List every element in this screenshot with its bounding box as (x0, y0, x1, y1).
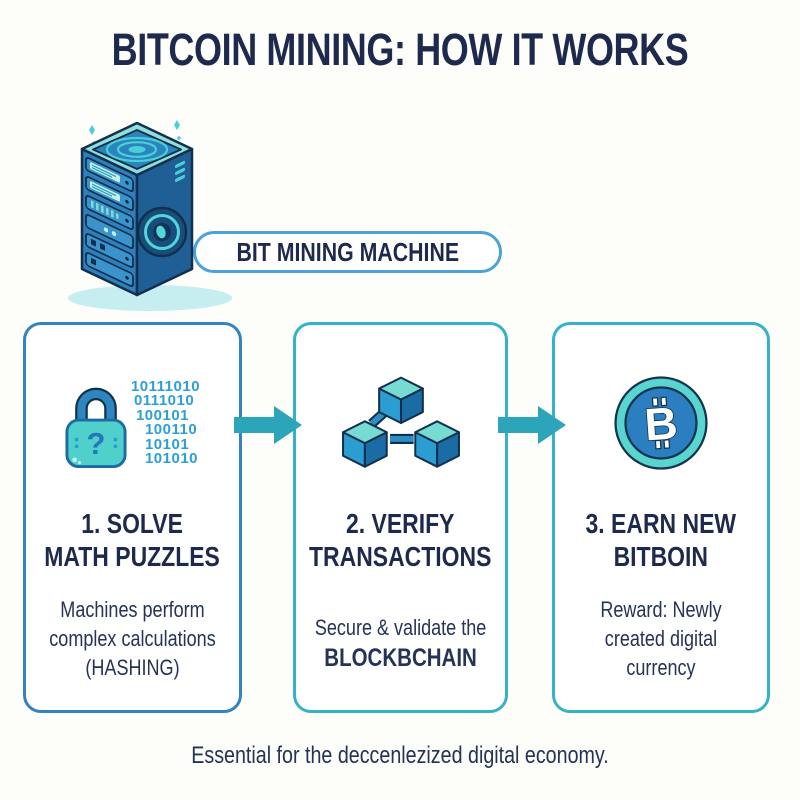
machine-shadow (68, 285, 232, 311)
step1-icon-area: ? 10111010 0111010 100101 100110 10101 1… (65, 353, 200, 493)
step3-heading: 3. EARN NEW BITBOIN (585, 508, 737, 573)
side-fan (136, 206, 188, 258)
step2-body: Secure & validate the BLOCKBCHAIN (314, 615, 487, 673)
footer-caption: Essential for the deccenlezized digital … (191, 742, 609, 769)
step3-body: Reward: Newly created digital currency (600, 597, 722, 681)
binary-digits: 10111010 0111010 100101 100110 10101 101… (130, 377, 201, 467)
step2-icon-area (321, 353, 481, 493)
blockchain-cubes-icon (341, 376, 460, 468)
step-card-3: B 3. EARN NEW BITBOIN Reward: Newly crea… (552, 322, 770, 713)
page-title: BITCOIN MINING: HOW IT WORKS (111, 24, 689, 75)
step-card-2: 2. VERIFY TRANSACTIONS Secure & validate… (293, 322, 508, 713)
mining-rig-svg (68, 120, 232, 311)
svg-text:?: ? (86, 426, 105, 461)
step1-heading: 1. SOLVE MATH PUZZLES (44, 508, 221, 573)
bitcoin-coin-icon: B (614, 376, 708, 470)
padlock-question-icon: ? (65, 387, 127, 469)
machine-label-pill: BIT MINING MACHINE (193, 231, 502, 273)
step2-heading: 2. VERIFY TRANSACTIONS (309, 508, 492, 573)
arrow-right-icon (498, 406, 566, 444)
machine-label: BIT MINING MACHINE (236, 236, 459, 267)
svg-text:B: B (643, 397, 679, 450)
top-rings (105, 136, 169, 163)
step-card-1: ? 10111010 0111010 100101 100110 10101 1… (23, 322, 242, 713)
arrow-right-icon (234, 406, 302, 444)
mining-rig-icon (55, 110, 255, 315)
drive-bays (85, 156, 134, 288)
step3-icon-area: B (611, 353, 711, 493)
step1-body: Machines perform complex calculations (H… (49, 597, 216, 681)
side-vents (175, 160, 185, 182)
